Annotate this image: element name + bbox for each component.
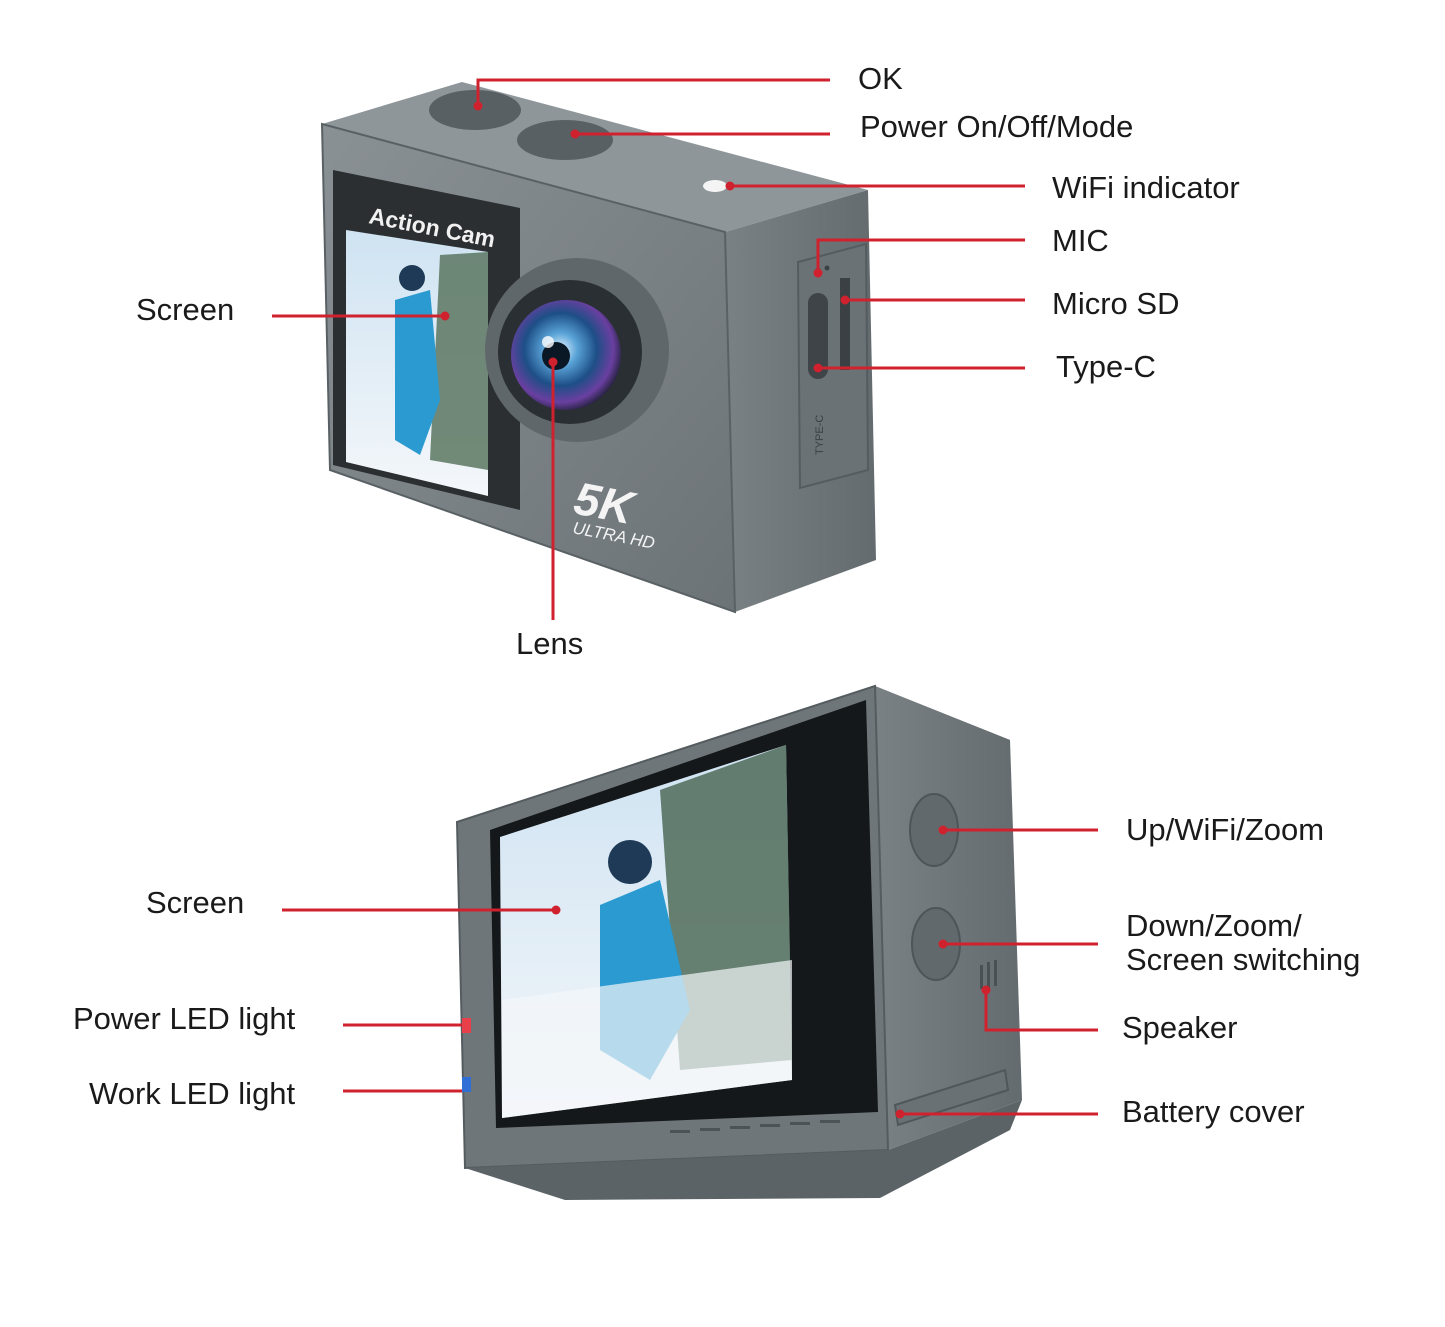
callout-line-mic — [816, 238, 1025, 273]
label-front-screen: Screen — [136, 292, 235, 327]
wifi-indicator-led — [703, 180, 727, 192]
front-screen-skier — [395, 290, 440, 455]
label-mic: MIC — [1052, 223, 1109, 258]
label-down-line1: Down/Zoom/ — [1126, 908, 1302, 943]
power-button — [517, 120, 613, 160]
type-c-port — [808, 293, 828, 379]
label-power: Power On/Off/Mode — [860, 109, 1134, 144]
label-battery: Battery cover — [1122, 1094, 1305, 1129]
label-ok: OK — [858, 61, 903, 96]
label-wifi-indicator: WiFi indicator — [1052, 170, 1240, 205]
label-up: Up/WiFi/Zoom — [1126, 812, 1325, 847]
label-power-led: Power LED light — [73, 1001, 296, 1036]
battery-cover — [893, 1068, 1010, 1127]
label-micro-sd: Micro SD — [1052, 286, 1180, 321]
label-speaker: Speaker — [1122, 1010, 1238, 1045]
callout-lines — [272, 78, 1098, 1116]
port-text: TYPE-C — [814, 415, 826, 455]
label-work-led: Work LED light — [89, 1076, 296, 1111]
front-camera: TYPE-C Action Cam 5K ULTRA HD — [320, 82, 876, 614]
power-led — [462, 1018, 471, 1033]
back-camera — [455, 684, 1022, 1200]
callout-dots — [440, 101, 991, 1119]
label-down-line2: Screen switching — [1126, 942, 1361, 977]
label-lens: Lens — [516, 626, 584, 661]
bottom-vents — [670, 1120, 840, 1133]
label-type-c: Type-C — [1056, 349, 1156, 384]
callout-line-ok — [476, 78, 830, 106]
speaker-grille — [980, 965, 983, 989]
micro-sd-slot — [840, 278, 850, 370]
callout-line-speaker — [984, 990, 1098, 1032]
work-led — [462, 1077, 471, 1092]
ok-button — [429, 90, 521, 130]
badge-5k: 5K — [570, 472, 640, 535]
label-back-screen: Screen — [146, 885, 245, 920]
